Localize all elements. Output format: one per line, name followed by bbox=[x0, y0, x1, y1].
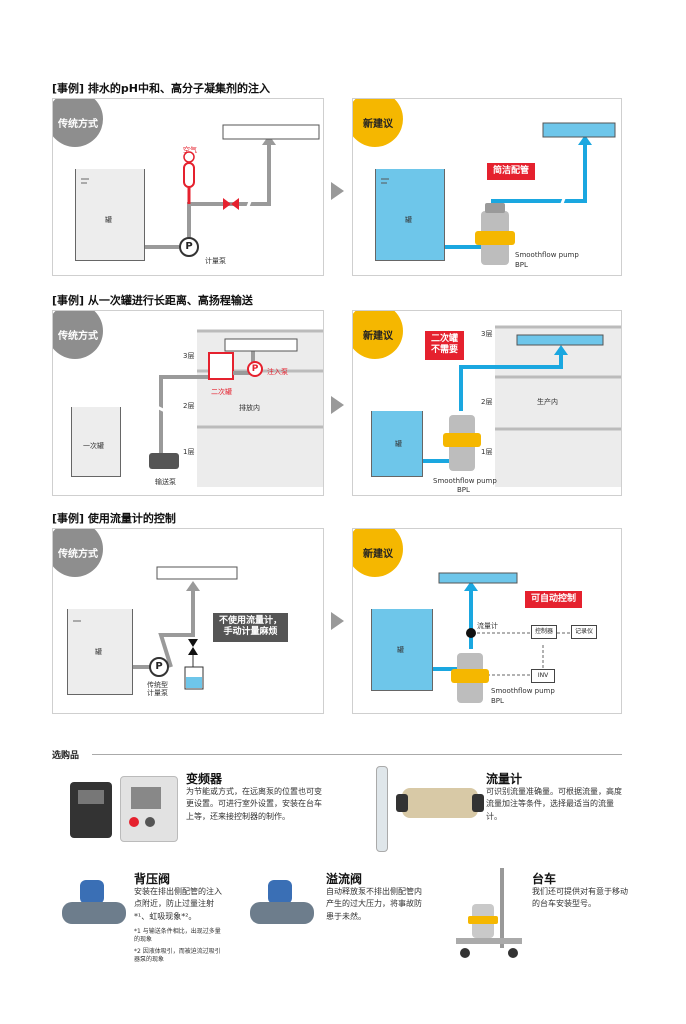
inverter-desc: 为节能或方式，在远离泵的位置也可变更设置。可进行室外设置，安装在台车上等，还来接… bbox=[186, 787, 322, 821]
metering-pump-icon: P bbox=[149, 657, 169, 677]
pump-name-label: Smoothflow pump bbox=[491, 687, 555, 695]
floor-1-label: 1层 bbox=[481, 448, 493, 456]
tank-label: 罐 bbox=[397, 646, 404, 654]
flow-meter-desc: 可识别流量准确量。可根据流量，高度流量加注等条件，选择最适当的流量计。 bbox=[486, 787, 622, 821]
pump-model-label: BPL bbox=[515, 261, 528, 269]
auto-control-callout: 可自动控制 bbox=[525, 591, 583, 609]
metering-pump-icon: P bbox=[179, 237, 199, 257]
pump-name-label: Smoothflow pump bbox=[515, 251, 579, 259]
section-2-arrow-icon bbox=[331, 396, 344, 414]
section-2-new-panel: 新建议 罐 二次罐 不需要 生产内 3层 2层 1层 Smoothflow pu… bbox=[352, 310, 622, 496]
cart-desc: 我们还可提供对有意于移动的台车安装型号。 bbox=[532, 887, 628, 909]
controller-box: 控制器 bbox=[531, 625, 557, 639]
new-flow-diagram bbox=[433, 572, 571, 703]
tank bbox=[67, 609, 133, 695]
callout-line-1: 不使用流量计， bbox=[219, 616, 283, 626]
back-pressure-valve-desc: 安装在排出侧配管的注入点附近，防止过量注射*¹、虹吸现象*²。 bbox=[134, 887, 222, 921]
flow-meter-tube-image bbox=[376, 766, 388, 852]
section-3-title: [事例] 使用流量计的控制 bbox=[52, 512, 176, 525]
transfer-pump-label: 输送泵 bbox=[155, 478, 176, 486]
inverter-enclosure-image bbox=[120, 776, 178, 842]
no-secondary-tank-callout: 二次罐 不需要 bbox=[425, 331, 465, 360]
metering-pump-label: 计量泵 bbox=[205, 257, 226, 265]
pump-name-label: Smoothflow pump bbox=[433, 477, 497, 485]
flow-meter-label: 流量计 bbox=[477, 622, 498, 630]
new-piping-diagram bbox=[381, 122, 616, 265]
tank bbox=[375, 169, 445, 261]
relief-valve-name: 溢流阀 bbox=[326, 872, 363, 886]
floor-1-label: 1层 bbox=[183, 448, 195, 456]
room-label: 排放内 bbox=[239, 404, 260, 412]
injection-pump-label: 注入泵 bbox=[267, 368, 288, 376]
metering-pump-label: 传统型 计量泵 bbox=[147, 681, 168, 698]
injection-pump-icon: P bbox=[247, 361, 263, 377]
floor-3-label: 3层 bbox=[481, 330, 493, 338]
inverter-name: 变频器 bbox=[186, 772, 223, 786]
options-divider bbox=[92, 754, 622, 755]
flow-meter-image bbox=[396, 788, 484, 818]
section-3-old-panel: 传统方式 罐 P 传统型 计量泵 不使用流量计， 手动计量麻烦 bbox=[52, 528, 324, 714]
primary-tank-label: 一次罐 bbox=[83, 442, 104, 450]
old-method-badge: 传统方式 bbox=[53, 99, 103, 147]
old-flow-diagram bbox=[73, 566, 238, 690]
tank-label: 罐 bbox=[405, 216, 412, 224]
section-3-arrow-icon bbox=[331, 612, 344, 630]
back-pressure-valve-name: 背压阀 bbox=[134, 872, 171, 886]
recorder-label: 记录仪 bbox=[574, 628, 593, 635]
options-heading: 选购品 bbox=[52, 751, 80, 761]
section-2-old-panel: 传统方式 一次罐 输送泵 二次罐 P 注入泵 排放内 3层 2层 1层 bbox=[52, 310, 324, 496]
simple-piping-callout: 简洁配管 bbox=[487, 163, 536, 181]
section-1-old-panel: 传统方式 罐 空气 P 计量泵 bbox=[52, 98, 324, 276]
inverter-label: INV bbox=[537, 672, 549, 679]
inverter-box: INV bbox=[531, 669, 555, 683]
new-building-diagram bbox=[423, 325, 621, 471]
section-2-title: [事例] 从一次罐进行长距离、高扬程输送 bbox=[52, 294, 253, 307]
relief-valve-desc: 自动释放泵不排出侧配管内产生的过大压力，将事故防患于未然。 bbox=[326, 887, 422, 921]
section-1-arrow-icon bbox=[331, 182, 344, 200]
tank bbox=[371, 411, 423, 477]
tank-label: 罐 bbox=[95, 648, 102, 656]
pump-model-label: BPL bbox=[491, 697, 504, 705]
back-pressure-valve-note-2: *2 因液体吸引，而被迫流过吸引器泵的现象 bbox=[134, 948, 221, 964]
callout-line-2: 不需要 bbox=[431, 345, 459, 356]
callout-line-1: 二次罐 bbox=[431, 334, 459, 344]
back-pressure-valve-note-1: *1 与输送条件相比，出现过多量的现象 bbox=[134, 928, 221, 944]
section-3-new-panel: 新建议 罐 流量计 可自动控制 控制器 记录仪 INV Smoothflow p… bbox=[352, 528, 622, 714]
tank-label: 罐 bbox=[395, 440, 402, 448]
tank bbox=[75, 169, 145, 261]
old-piping-diagram bbox=[81, 124, 320, 249]
tank-label: 罐 bbox=[105, 216, 112, 224]
inverter-image bbox=[70, 782, 112, 838]
section-1-new-panel: 新建议 罐 简洁配管 Smoothflow pump BPL bbox=[352, 98, 622, 276]
pump-model-label: BPL bbox=[457, 486, 470, 494]
callout-line-2: 手动计量麻烦 bbox=[223, 627, 278, 638]
tank bbox=[371, 609, 433, 691]
cart-name: 台车 bbox=[532, 872, 557, 886]
recorder-box: 记录仪 bbox=[571, 625, 597, 639]
room-label: 生产内 bbox=[537, 398, 558, 406]
primary-tank bbox=[71, 407, 121, 477]
secondary-tank-label: 二次罐 bbox=[211, 388, 232, 396]
floor-3-label: 3层 bbox=[183, 352, 195, 360]
controller-label: 控制器 bbox=[534, 628, 553, 635]
floor-2-label: 2层 bbox=[481, 398, 493, 406]
transfer-pump-icon bbox=[149, 453, 179, 469]
manual-metering-callout: 不使用流量计， 手动计量麻烦 bbox=[213, 613, 289, 642]
flow-meter-name: 流量计 bbox=[486, 772, 523, 786]
gauge-label: 空气 bbox=[183, 146, 197, 154]
floor-2-label: 2层 bbox=[183, 402, 195, 410]
cart-image bbox=[456, 868, 526, 968]
back-pressure-valve-image bbox=[62, 880, 126, 930]
relief-valve-image bbox=[250, 880, 314, 930]
section-1-title: [事例] 排水的pH中和、高分子凝集剂的注入 bbox=[52, 82, 270, 95]
